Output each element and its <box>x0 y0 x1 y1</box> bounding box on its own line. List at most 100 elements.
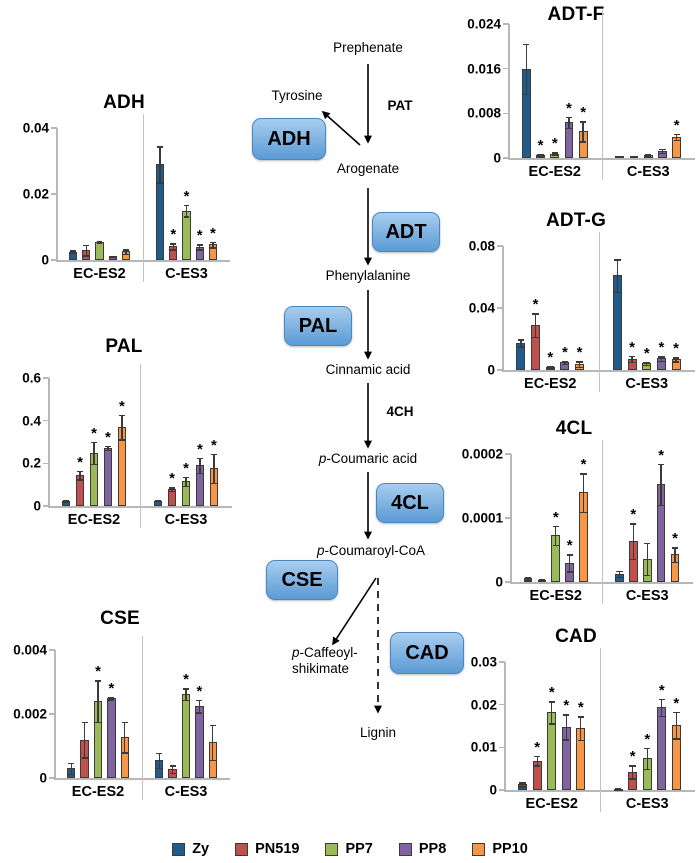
error-cap-cse-c-es3-zy-low <box>156 768 163 770</box>
legend-label: PN519 <box>255 841 300 857</box>
enzyme-box-adh[interactable]: ADH <box>252 118 326 160</box>
error-cap-4cl-ec-es2-pp8-high <box>566 554 573 556</box>
group-divider-adh <box>143 114 145 282</box>
error-cap-cad-ec-es2-pp10-low <box>577 740 584 742</box>
metabolite-p-coumaric-acid: p-Coumaric acid <box>318 451 418 466</box>
metabolite-arogenate: Arogenate <box>336 161 400 176</box>
enzyme-box-adt[interactable]: ADT <box>372 212 440 252</box>
enzyme-box-cse[interactable]: CSE <box>266 560 338 600</box>
significance-star-adt-f-ec-es2-pp7: * <box>551 135 558 153</box>
y-axis-cad <box>504 662 506 790</box>
significance-star-4cl-c-es3-pp10: * <box>672 530 678 548</box>
error-cap-4cl-c-es3-zy-low <box>616 576 623 578</box>
group-divider-cse <box>142 636 144 800</box>
error-cap-4cl-ec-es2-pp7-low <box>552 544 559 547</box>
error-cap-adt-f-c-es3-zy-low <box>616 156 623 158</box>
error-cap-pal-c-es3-pn519-high <box>168 487 176 489</box>
significance-star-cad-ec-es2-pp8: * <box>563 697 570 715</box>
error-bar-adt-g-c-es3-pp8 <box>660 356 663 361</box>
error-bar-4cl-c-es3-zy <box>618 570 621 577</box>
group-divider-adt-f <box>601 10 603 180</box>
chart-title-adt-g: ADT-G <box>545 210 607 231</box>
group-label-adt-g-ec-es2: EC-ES2 <box>524 376 577 392</box>
error-bar-cse-ec-es2-pp10 <box>124 721 126 753</box>
y-tick-cad-3 <box>499 661 505 663</box>
group-label-cse-c-es3: C-ES3 <box>164 784 208 800</box>
error-cap-cse-ec-es2-pp7-high <box>95 680 101 682</box>
enzyme-box-cad[interactable]: CAD <box>390 632 464 674</box>
significance-star-adt-g-ec-es2-pn519: * <box>532 296 539 314</box>
error-bar-adt-g-c-es3-pp10 <box>675 357 677 362</box>
error-cap-cse-c-es3-pp8-low <box>196 712 203 714</box>
error-bar-cse-ec-es2-pp7 <box>97 680 99 722</box>
significance-star-cad-ec-es2-pp10: * <box>577 699 584 717</box>
enzyme-box-4cl[interactable]: 4CL <box>376 483 444 523</box>
error-cap-adt-g-c-es3-pp8-low <box>658 360 665 362</box>
error-bar-adh-c-es3-pp10 <box>212 241 214 248</box>
error-cap-pal-ec-es2-pp8-low <box>104 450 112 452</box>
error-cap-4cl-c-es3-pp10-high <box>671 547 679 549</box>
error-cap-adt-f-c-es3-pp8-high <box>659 148 666 151</box>
error-cap-adt-g-c-es3-pn519-high <box>628 355 636 358</box>
error-bar-4cl-ec-es2-pp7 <box>555 525 557 545</box>
y-tick-label-cad-0: 0 <box>489 782 497 798</box>
error-cap-adt-f-c-es3-zy-high <box>616 155 623 157</box>
error-bar-adt-g-c-es3-zy <box>616 259 619 292</box>
error-bar-adt-f-ec-es2-pp10 <box>582 121 584 142</box>
error-cap-adt-f-ec-es2-pp10-low <box>580 141 587 143</box>
error-cap-pal-c-es3-pp7-high <box>182 476 190 479</box>
error-cap-cse-c-es3-pp10-low <box>209 759 216 762</box>
significance-star-4cl-ec-es2-pp8: * <box>566 537 573 555</box>
error-cap-pal-ec-es2-pp10-low <box>118 439 126 441</box>
significance-star-pal-ec-es2-pp7: * <box>91 424 97 442</box>
error-cap-cad-c-es3-pp10-low <box>673 738 680 740</box>
error-bar-adt-f-c-es3-pp10 <box>675 133 678 140</box>
significance-star-cad-c-es3-pp10: * <box>673 694 680 712</box>
legend-label: PP10 <box>492 841 528 857</box>
error-bar-pal-ec-es2-pp8 <box>107 445 109 451</box>
bar-cse-ec-es2-pp8 <box>107 698 116 778</box>
group-label-cad-c-es3: C-ES3 <box>625 796 669 812</box>
error-cap-cad-ec-es2-pp7-low <box>548 723 555 725</box>
error-cap-pal-c-es3-pp10-low <box>210 482 218 484</box>
error-bar-adh-ec-es2-pn519 <box>85 244 87 256</box>
error-bar-4cl-c-es3-pp8 <box>660 463 662 505</box>
pathway-arrows <box>321 64 382 714</box>
error-cap-pal-ec-es2-pp10-high <box>118 414 126 417</box>
legend-item-zy: Zy <box>172 841 209 857</box>
error-cap-adt-f-ec-es2-pp8-high <box>565 116 573 119</box>
error-cap-adh-ec-es2-pn519-high <box>83 244 90 247</box>
y-tick-label-cse-1: 0.002 <box>13 706 47 722</box>
y-tick-label-cse-0: 0 <box>39 770 47 786</box>
error-cap-adt-g-c-es3-pp10-high <box>672 357 680 359</box>
significance-star-cad-c-es3-pp7: * <box>644 730 651 748</box>
error-cap-cad-c-es3-pp7-low <box>644 768 651 771</box>
error-cap-cad-c-es3-pp8-high <box>658 698 665 701</box>
significance-star-adh-c-es3-pn519: * <box>170 226 177 244</box>
group-label-adt-g-c-es3: C-ES3 <box>625 376 669 392</box>
significance-star-adt-g-c-es3-pp7: * <box>643 344 650 362</box>
error-cap-cad-ec-es2-zy-high <box>519 782 526 784</box>
bar-adh-c-es3-pp7 <box>182 210 191 260</box>
error-bar-4cl-ec-es2-zy <box>527 577 529 580</box>
y-axis-adt-f <box>508 24 510 158</box>
error-cap-adh-ec-es2-pn519-low <box>83 255 90 257</box>
error-cap-4cl-ec-es2-zy-low <box>524 579 532 582</box>
error-cap-cad-c-es3-pp8-low <box>658 715 665 717</box>
error-bar-pal-c-es3-pn519 <box>171 487 173 491</box>
error-cap-adt-f-c-es3-pp7-high <box>645 154 652 156</box>
error-cap-4cl-c-es3-pp8-low <box>658 504 665 506</box>
error-cap-adh-ec-es2-pp8-low <box>109 257 116 259</box>
error-cap-4cl-c-es3-pn519-low <box>630 558 637 561</box>
enzyme-box-pal[interactable]: PAL <box>284 306 352 346</box>
error-cap-adt-g-ec-es2-pp8-low <box>561 363 569 366</box>
group-label-4cl-c-es3: C-ES3 <box>625 588 669 604</box>
error-cap-cse-c-es3-pp7-high <box>183 688 189 690</box>
y-tick-label-4cl-1: 0.0001 <box>461 510 503 526</box>
significance-star-cse-c-es3-pp7: * <box>183 671 189 689</box>
error-bar-cad-c-es3-pp8 <box>661 698 663 716</box>
error-cap-adt-f-c-es3-pp10-low <box>673 139 680 142</box>
legend-swatch-pp8 <box>398 842 412 856</box>
